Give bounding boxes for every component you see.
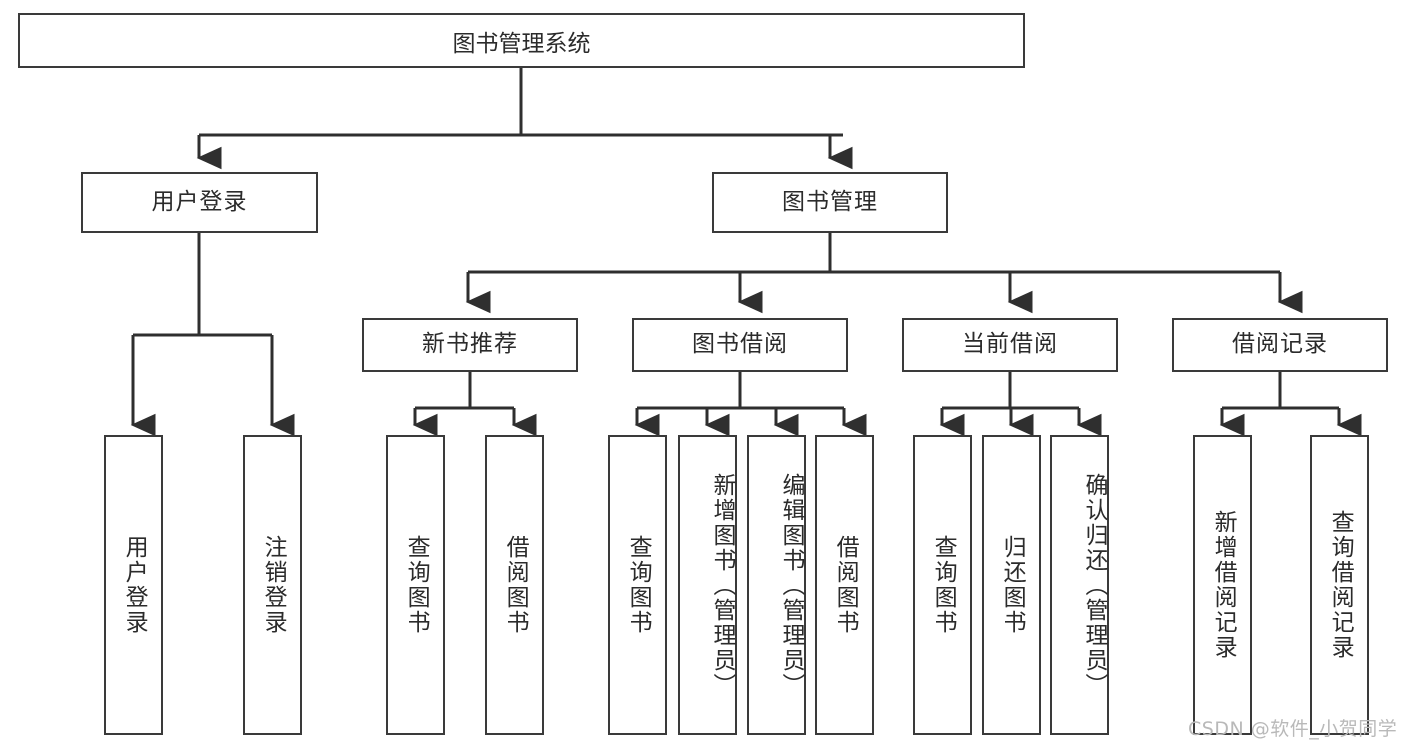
leaf-book-borrow-edit[interactable]: 编辑图书（管理员） bbox=[747, 435, 806, 735]
node-book-borrow[interactable]: 图书借阅 bbox=[632, 318, 848, 372]
node-label: 查询图书 bbox=[403, 535, 430, 635]
node-label: 当前借阅 bbox=[962, 331, 1058, 358]
leaf-current-borrow-confirm-return[interactable]: 确认归还（管理员） bbox=[1050, 435, 1109, 735]
node-label: 编辑图书（管理员） bbox=[778, 472, 804, 698]
leaf-borrow-record-query[interactable]: 查询借阅记录 bbox=[1310, 435, 1369, 735]
node-label: 归还图书 bbox=[999, 535, 1026, 635]
leaf-current-borrow-return[interactable]: 归还图书 bbox=[982, 435, 1041, 735]
node-label: 借阅记录 bbox=[1232, 331, 1328, 358]
leaf-new-book-borrow[interactable]: 借阅图书 bbox=[485, 435, 544, 735]
leaf-user-login-logout[interactable]: 注销登录 bbox=[243, 435, 302, 735]
node-new-book-recommend[interactable]: 新书推荐 bbox=[362, 318, 578, 372]
node-label: 借阅图书 bbox=[832, 535, 859, 635]
node-label: 查询借阅记录 bbox=[1327, 510, 1354, 660]
node-book-management[interactable]: 图书管理 bbox=[712, 172, 948, 233]
node-label: 图书借阅 bbox=[692, 331, 788, 358]
leaf-book-borrow-add[interactable]: 新增图书（管理员） bbox=[678, 435, 737, 735]
leaf-borrow-record-add[interactable]: 新增借阅记录 bbox=[1193, 435, 1252, 735]
node-root-system[interactable]: 图书管理系统 bbox=[18, 13, 1025, 68]
node-user-login[interactable]: 用户登录 bbox=[81, 172, 318, 233]
node-label: 查询图书 bbox=[625, 535, 652, 635]
node-label: 注销登录 bbox=[260, 535, 287, 635]
node-label: 新增图书（管理员） bbox=[709, 472, 735, 698]
node-label: 用户登录 bbox=[121, 535, 148, 635]
leaf-book-borrow-borrow[interactable]: 借阅图书 bbox=[815, 435, 874, 735]
node-label: 新书推荐 bbox=[422, 331, 518, 358]
node-borrow-record[interactable]: 借阅记录 bbox=[1172, 318, 1388, 372]
node-label: 用户登录 bbox=[151, 188, 248, 215]
leaf-current-borrow-query[interactable]: 查询图书 bbox=[913, 435, 972, 735]
node-current-borrow[interactable]: 当前借阅 bbox=[902, 318, 1118, 372]
node-label: 图书管理系统 bbox=[452, 30, 591, 57]
node-label: 新增借阅记录 bbox=[1210, 510, 1237, 660]
node-label: 确认归还（管理员） bbox=[1081, 472, 1107, 698]
watermark-text: CSDN @软件_小贺同学 bbox=[1188, 718, 1398, 740]
node-label: 查询图书 bbox=[930, 535, 957, 635]
node-label: 图书管理 bbox=[782, 188, 878, 215]
leaf-book-borrow-query[interactable]: 查询图书 bbox=[608, 435, 667, 735]
leaf-user-login-login[interactable]: 用户登录 bbox=[104, 435, 163, 735]
leaf-new-book-query[interactable]: 查询图书 bbox=[386, 435, 445, 735]
node-label: 借阅图书 bbox=[502, 535, 529, 635]
